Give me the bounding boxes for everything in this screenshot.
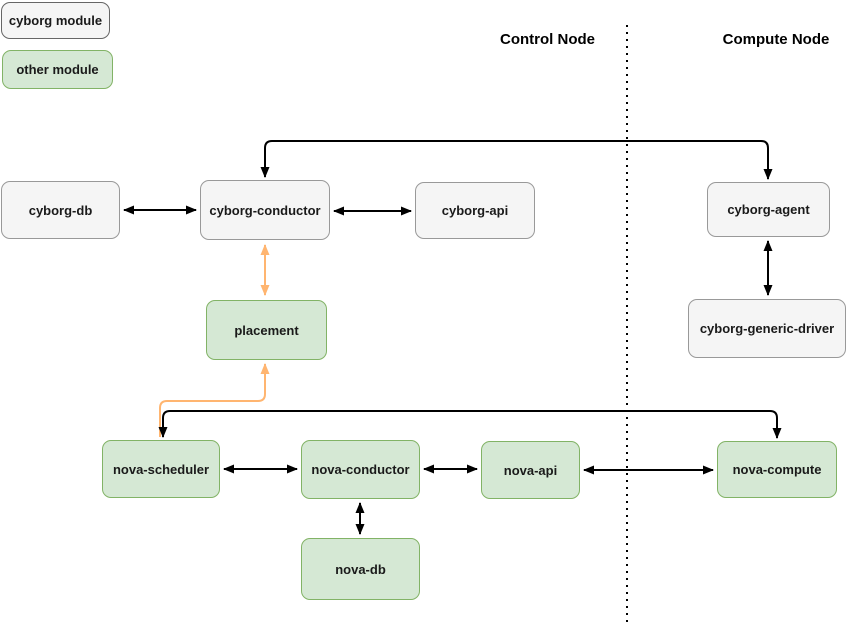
node-nova-scheduler: nova-scheduler [102,440,220,498]
node-cyborg-api: cyborg-api [415,182,535,239]
edge-cyborg-conductor-cyborg-agent [260,140,773,180]
edge-nova-scheduler-placement [159,363,270,437]
node-cyborg-generic-driver: cyborg-generic-driver [688,299,846,358]
edge-nova-scheduler-nova-compute [158,410,782,439]
node-nova-db: nova-db [301,538,420,600]
node-cyborg-db: cyborg-db [1,181,120,239]
node-cyborg-agent: cyborg-agent [707,182,830,237]
node-nova-api: nova-api [481,441,580,499]
compute-node-label: Compute Node [722,31,830,48]
legend-other-module: other module [2,50,113,89]
legend-cyborg-module: cyborg module [1,2,110,39]
node-nova-compute: nova-compute [717,441,837,498]
node-placement: placement [206,300,327,360]
node-cyborg-conductor: cyborg-conductor [200,180,330,240]
control-node-label: Control Node [500,31,595,48]
node-nova-conductor: nova-conductor [301,440,420,499]
